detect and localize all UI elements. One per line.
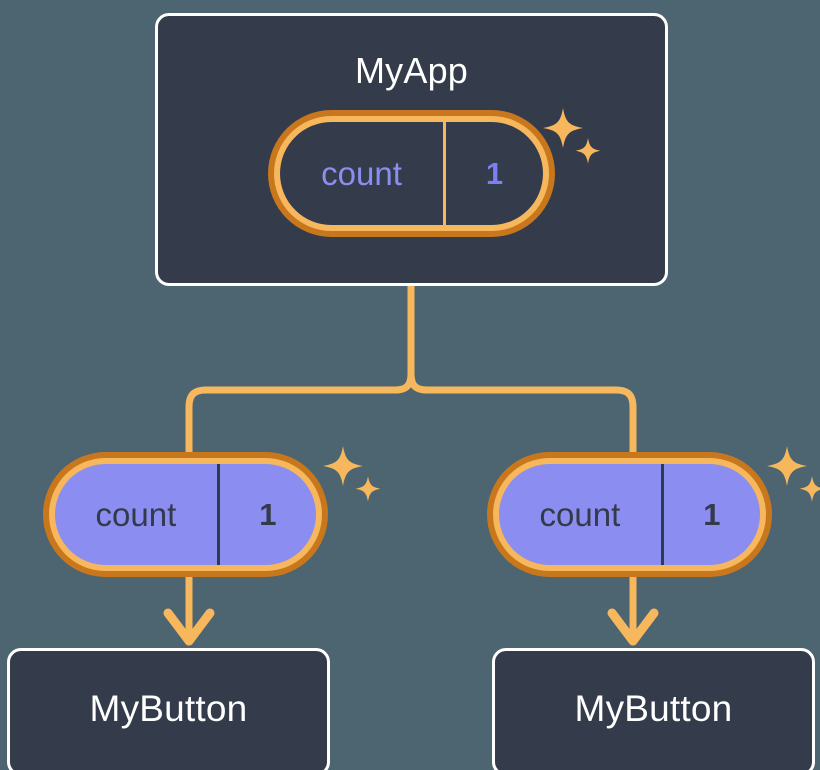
node-myapp-label: MyApp	[354, 50, 469, 91]
state-key: count	[95, 495, 177, 533]
sparkle-small-icon	[355, 476, 381, 502]
sparkle-large-icon	[767, 446, 807, 486]
node-mybutton-label: MyButton	[574, 688, 733, 729]
arrow-down-icon	[607, 571, 659, 646]
state-pill-inner-ring: count 1	[274, 116, 549, 231]
state-pill-inner-ring: count 1	[49, 458, 322, 571]
state-value: 1	[216, 464, 316, 565]
sparkle-large-icon	[323, 446, 363, 486]
node-mybutton-left[interactable]: MyButton	[7, 648, 330, 770]
state-pill-myapp[interactable]: count 1	[268, 110, 555, 237]
state-pill-child-right[interactable]: count 1	[487, 452, 772, 577]
state-pill-body: count 1	[499, 464, 760, 565]
node-mybutton-right[interactable]: MyButton	[492, 648, 815, 770]
state-key: count	[321, 154, 402, 192]
state-value: 1	[660, 464, 760, 565]
fork-connector-icon	[185, 282, 637, 456]
arrow-down-icon	[163, 571, 215, 646]
sparkle-small-icon	[799, 476, 820, 502]
state-pill-body: count 1	[280, 122, 543, 225]
node-mybutton-label: MyButton	[89, 688, 248, 729]
state-value: 1	[443, 122, 543, 225]
state-pill-inner-ring: count 1	[493, 458, 766, 571]
sparkle-group	[323, 446, 381, 502]
state-key: count	[539, 495, 621, 533]
state-pill-child-left[interactable]: count 1	[43, 452, 328, 577]
state-pill-body: count 1	[55, 464, 316, 565]
